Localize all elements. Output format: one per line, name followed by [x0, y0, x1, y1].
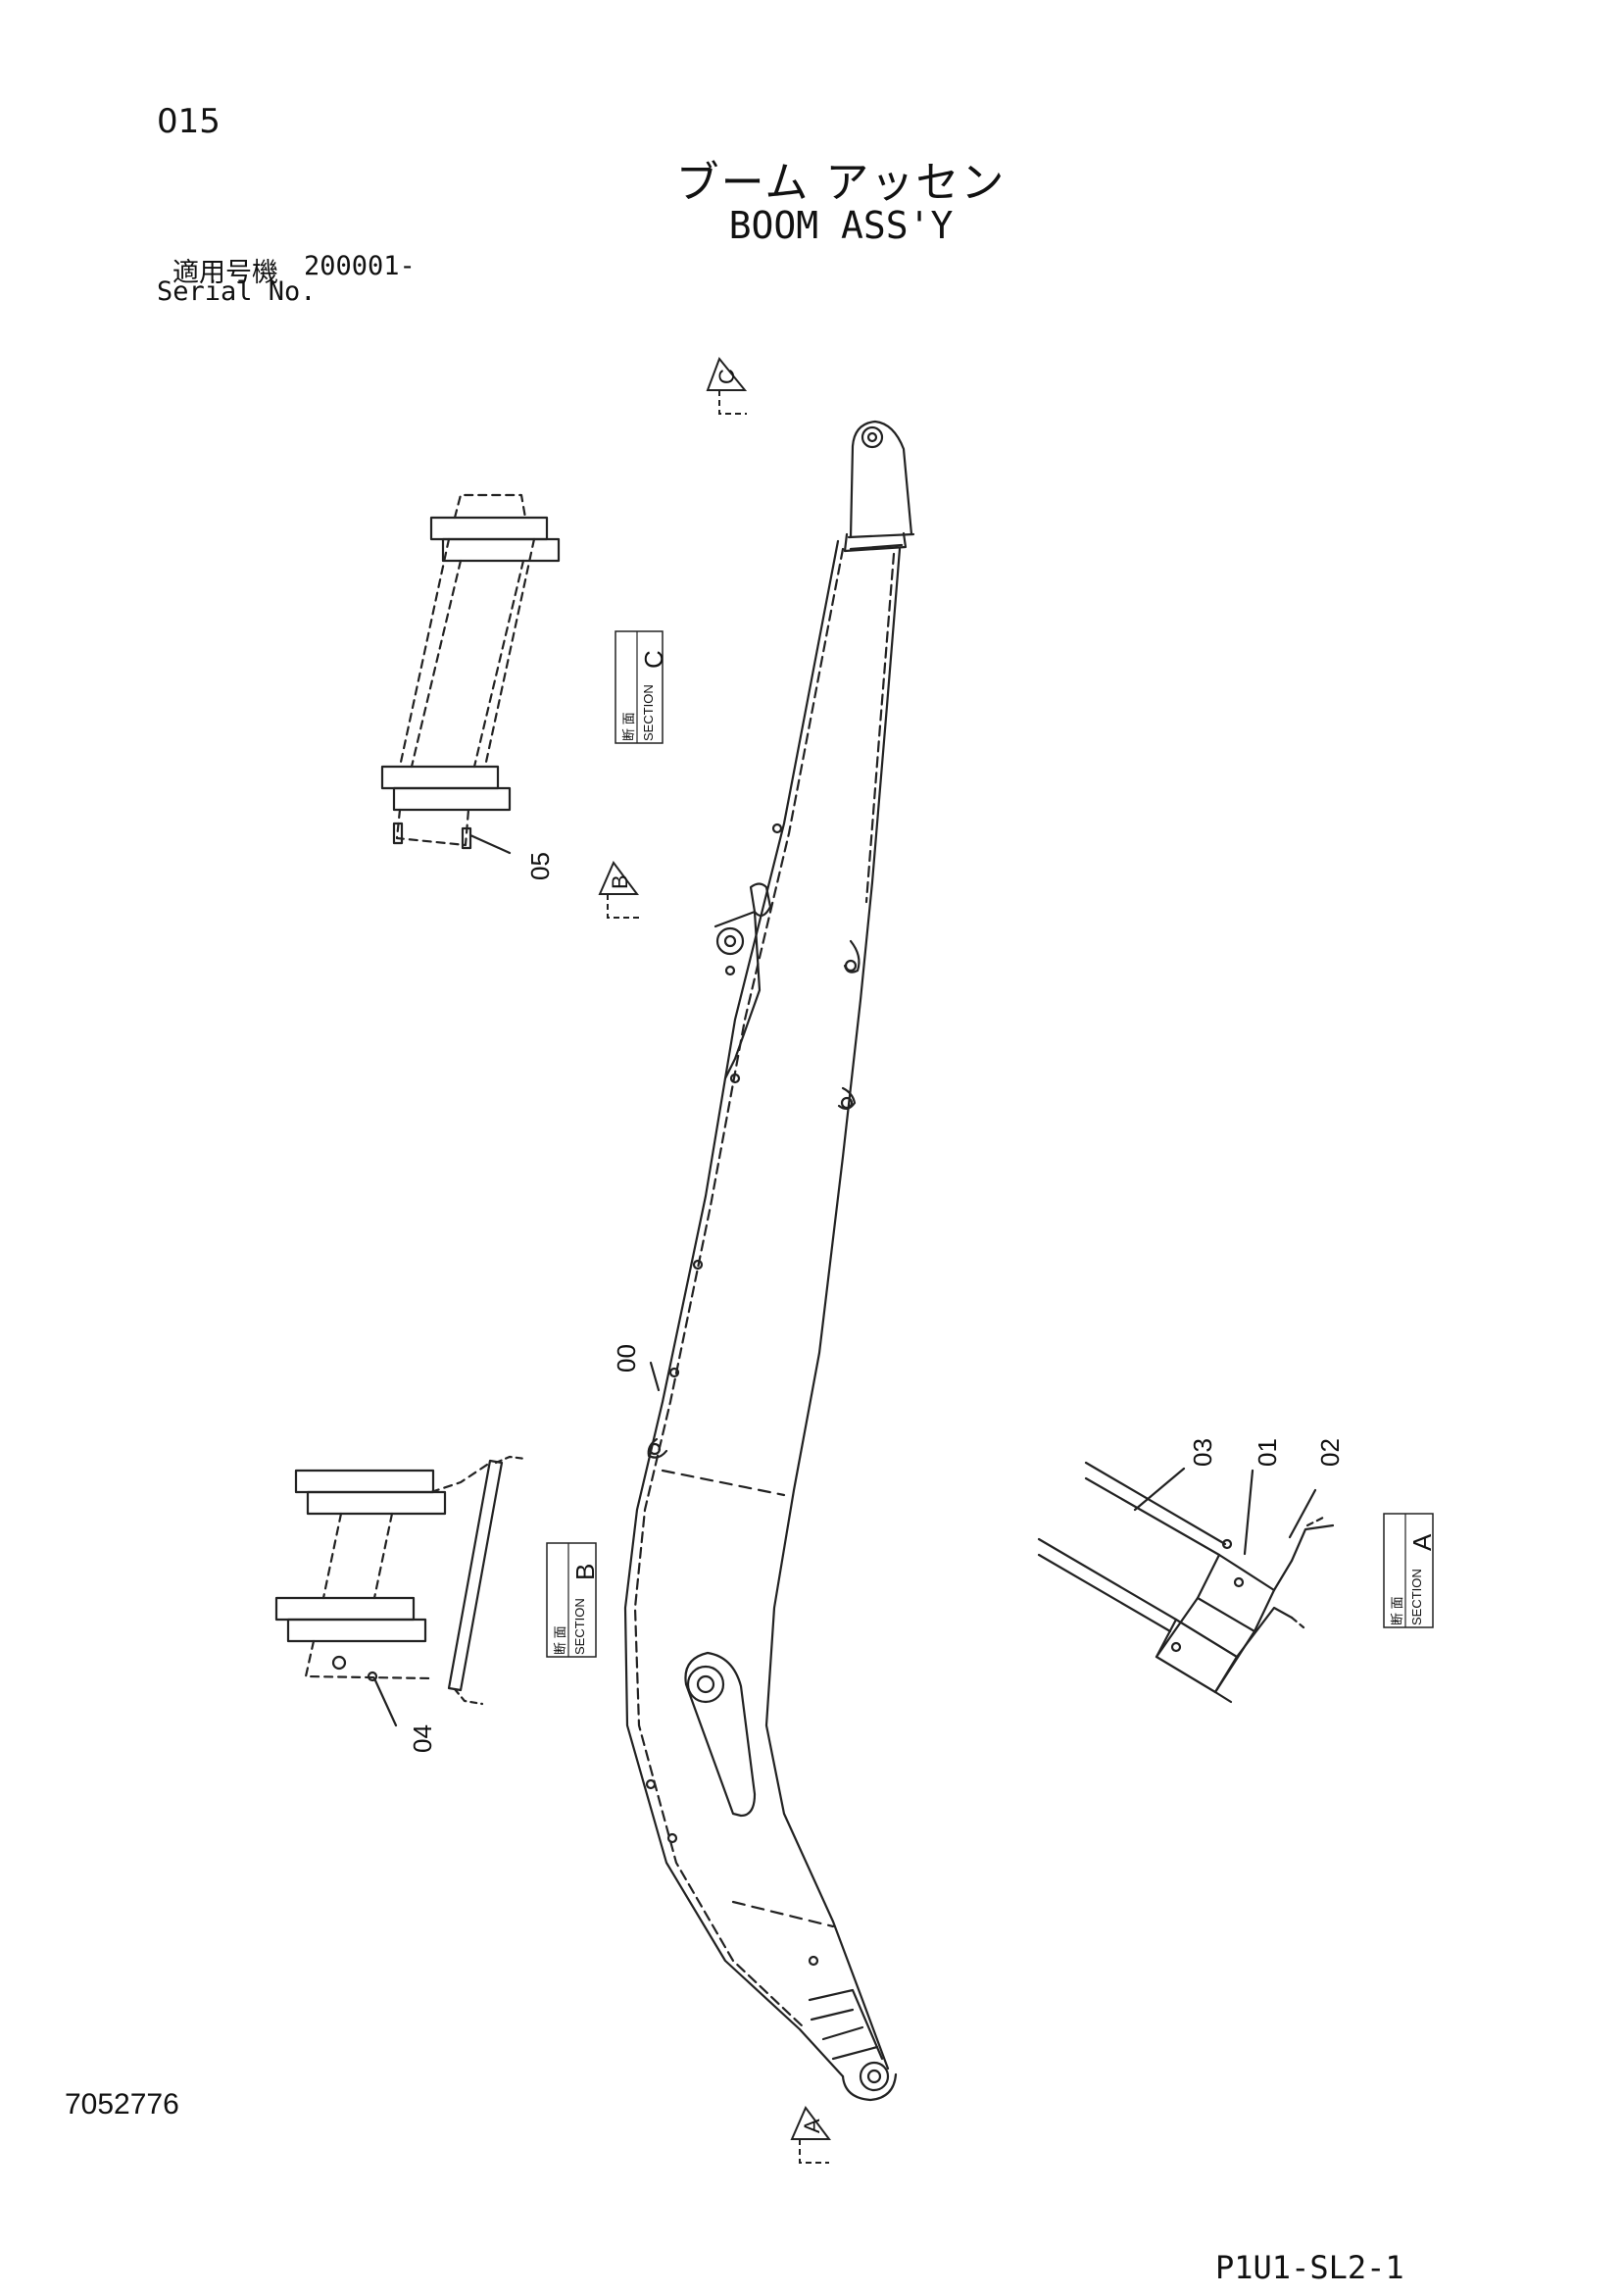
boom-body — [623, 420, 915, 2102]
section-label-b: B 断 面 SECTION — [546, 1542, 600, 1658]
serial-label-english: Serial No. — [157, 276, 317, 307]
svg-text:A: A — [1407, 1533, 1437, 1551]
section-arrow-b — [598, 861, 639, 895]
section-marker-c: C — [714, 369, 739, 384]
page-number: 015 — [157, 102, 221, 141]
svg-text:断 面: 断 面 — [1390, 1596, 1404, 1625]
title-english: BOOM ASS'Y — [728, 204, 954, 247]
section-a-detail — [1037, 1461, 1335, 1704]
svg-text:SECTION: SECTION — [572, 1598, 587, 1655]
svg-text:B: B — [570, 1564, 600, 1580]
svg-text:断 面: 断 面 — [621, 712, 636, 741]
section-c-detail — [380, 493, 561, 855]
title-japanese: ブーム アッセン — [675, 158, 1007, 208]
section-marker-b: B — [608, 874, 632, 889]
section-b-detail — [274, 1455, 527, 1727]
leader-lines — [649, 1361, 1317, 1556]
callout-04: 04 — [408, 1724, 437, 1753]
drawing-number: 7052776 — [65, 2088, 179, 2121]
serial-label-japanese: 適用号機 — [172, 258, 278, 288]
callout-03: 03 — [1188, 1438, 1217, 1467]
callout-02: 02 — [1315, 1438, 1345, 1467]
callout-05: 05 — [525, 852, 555, 880]
section-label-a: A 断 面 SECTION — [1383, 1513, 1437, 1628]
svg-text:C: C — [639, 650, 668, 669]
section-marker-a: A — [800, 2119, 824, 2133]
svg-text:SECTION: SECTION — [1409, 1569, 1424, 1625]
svg-text:SECTION: SECTION — [641, 684, 656, 741]
section-arrow-a — [790, 2106, 831, 2140]
svg-text:断 面: 断 面 — [553, 1625, 567, 1655]
callout-01: 01 — [1253, 1438, 1282, 1467]
callout-00: 00 — [612, 1344, 641, 1373]
sheet-code: P1U1-SL2-1 — [1215, 2249, 1404, 2286]
section-arrow-c — [706, 357, 748, 391]
section-arrows — [598, 357, 831, 2164]
section-label-c: C 断 面 SECTION — [615, 630, 668, 744]
serial-number: 200001- — [304, 251, 416, 281]
